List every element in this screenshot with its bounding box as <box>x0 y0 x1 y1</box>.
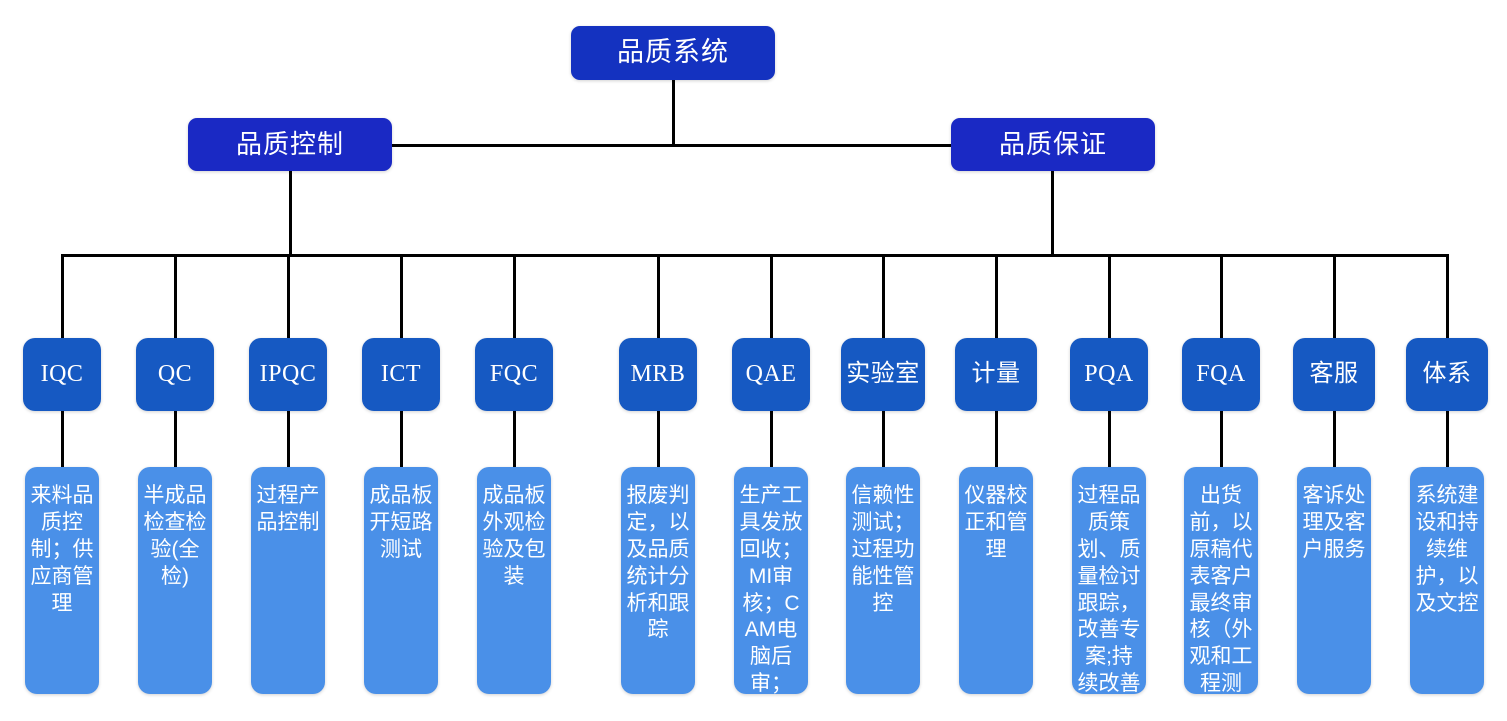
connector-drop-fqc <box>513 254 516 338</box>
node-department-label-0: IQC <box>40 361 84 388</box>
node-department-label-1: QC <box>157 361 193 388</box>
node-description-ict[interactable]: 成品板开短路测试 <box>364 467 438 694</box>
connector-link-ict <box>400 411 403 467</box>
node-description-text-6: 生产工具发放回收；MI审核；CAM电脑后审； <box>739 484 803 694</box>
node-root-label: 品质系统 <box>617 37 729 68</box>
node-department-customer-service[interactable]: 客服 <box>1293 338 1375 411</box>
node-department-ict[interactable]: ICT <box>362 338 440 411</box>
node-department-fqa[interactable]: FQA <box>1182 338 1260 411</box>
connector-drop-lab <box>882 254 885 338</box>
node-department-label-8: 计量 <box>971 360 1021 388</box>
node-description-text-11: 客诉处理及客户服务 <box>1302 484 1366 561</box>
node-description-metrology[interactable]: 仪器校正和管理 <box>959 467 1033 694</box>
connector-link-ipqc <box>287 411 290 467</box>
node-root-quality-system[interactable]: 品质系统 <box>571 26 775 80</box>
connector-link-iqc <box>61 411 64 467</box>
node-department-metrology[interactable]: 计量 <box>955 338 1037 411</box>
node-department-system[interactable]: 体系 <box>1406 338 1488 411</box>
connector-branch-bus <box>289 144 1053 147</box>
connector-link-mrb <box>657 411 660 467</box>
node-branch-quality-control[interactable]: 品质控制 <box>188 118 392 171</box>
connector-drop-qae <box>770 254 773 338</box>
connector-link-lab <box>882 411 885 467</box>
connector-drop-fqa <box>1220 254 1223 338</box>
node-department-label-4: FQC <box>489 361 539 388</box>
node-department-qc[interactable]: QC <box>136 338 214 411</box>
node-description-text-8: 仪器校正和管理 <box>964 484 1028 561</box>
connector-link-pqa <box>1108 411 1111 467</box>
node-description-fqc[interactable]: 成品板外观检验及包装 <box>477 467 551 694</box>
node-department-label-11: 客服 <box>1309 360 1359 388</box>
connector-drop-qc <box>174 254 177 338</box>
connector-drop-system <box>1446 254 1449 338</box>
node-description-text-9: 过程品质策划、质量检讨跟踪，改善专案;持续改善 <box>1077 484 1141 694</box>
node-description-fqa[interactable]: 出货前，以原稿代表客户最终审核（外观和工程测量） <box>1184 467 1258 694</box>
node-description-customer-service[interactable]: 客诉处理及客户服务 <box>1297 467 1371 694</box>
node-description-text-1: 半成品检查检验(全检) <box>143 484 207 588</box>
node-description-iqc[interactable]: 来料品质控制；供应商管理 <box>25 467 99 694</box>
node-department-label-6: QAE <box>745 361 797 388</box>
node-department-fqc[interactable]: FQC <box>475 338 553 411</box>
node-department-laboratory[interactable]: 实验室 <box>841 338 925 411</box>
node-department-ipqc[interactable]: IPQC <box>249 338 327 411</box>
node-description-text-12: 系统建设和持续维护，以及文控 <box>1415 484 1479 615</box>
node-description-laboratory[interactable]: 信赖性测试；过程功能性管控 <box>846 467 920 694</box>
node-department-mrb[interactable]: MRB <box>619 338 697 411</box>
node-description-text-0: 来料品质控制；供应商管理 <box>30 484 94 615</box>
node-description-system[interactable]: 系统建设和持续维护，以及文控 <box>1410 467 1484 694</box>
node-department-label-9: PQA <box>1084 361 1134 388</box>
node-description-text-10: 出货前，以原稿代表客户最终审核（外观和工程测量） <box>1189 484 1253 694</box>
node-department-iqc[interactable]: IQC <box>23 338 101 411</box>
node-description-pqa[interactable]: 过程品质策划、质量检讨跟踪，改善专案;持续改善 <box>1072 467 1146 694</box>
connector-drop-ict <box>400 254 403 338</box>
node-department-label-10: FQA <box>1196 361 1246 388</box>
node-description-text-3: 成品板开短路测试 <box>369 484 433 561</box>
connector-drop-service <box>1333 254 1336 338</box>
node-description-qc[interactable]: 半成品检查检验(全检) <box>138 467 212 694</box>
connector-department-bus <box>61 254 1448 257</box>
node-department-label-5: MRB <box>630 361 686 388</box>
connector-qa-stem <box>1051 171 1054 256</box>
node-department-label-12: 体系 <box>1422 360 1472 388</box>
node-department-label-3: ICT <box>380 361 422 388</box>
connector-link-metrology <box>995 411 998 467</box>
connector-link-qae <box>770 411 773 467</box>
connector-link-service <box>1333 411 1336 467</box>
node-branch-quality-assurance[interactable]: 品质保证 <box>951 118 1155 171</box>
connector-link-fqa <box>1220 411 1223 467</box>
connector-drop-mrb <box>657 254 660 338</box>
node-description-qae[interactable]: 生产工具发放回收；MI审核；CAM电脑后审； <box>734 467 808 694</box>
node-description-text-4: 成品板外观检验及包装 <box>482 484 546 588</box>
node-department-label-7: 实验室 <box>846 360 920 388</box>
node-description-text-2: 过程产品控制 <box>256 484 320 534</box>
connector-link-system <box>1446 411 1449 467</box>
connector-qc-stem <box>289 171 292 256</box>
connector-drop-metrology <box>995 254 998 338</box>
node-department-pqa[interactable]: PQA <box>1070 338 1148 411</box>
connector-root-stem <box>672 80 675 145</box>
node-branch-label-1: 品质保证 <box>998 129 1107 160</box>
node-description-ipqc[interactable]: 过程产品控制 <box>251 467 325 694</box>
node-department-qae[interactable]: QAE <box>732 338 810 411</box>
connector-drop-ipqc <box>287 254 290 338</box>
connector-drop-pqa <box>1108 254 1111 338</box>
node-description-text-5: 报废判定，以及品质统计分析和跟踪 <box>626 484 690 642</box>
node-department-label-2: IPQC <box>259 361 317 388</box>
node-branch-label-0: 品质控制 <box>235 129 344 160</box>
node-description-text-7: 信赖性测试；过程功能性管控 <box>851 484 915 615</box>
connector-drop-iqc <box>61 254 64 338</box>
connector-link-fqc <box>513 411 516 467</box>
connector-link-qc <box>174 411 177 467</box>
node-description-mrb[interactable]: 报废判定，以及品质统计分析和跟踪 <box>621 467 695 694</box>
